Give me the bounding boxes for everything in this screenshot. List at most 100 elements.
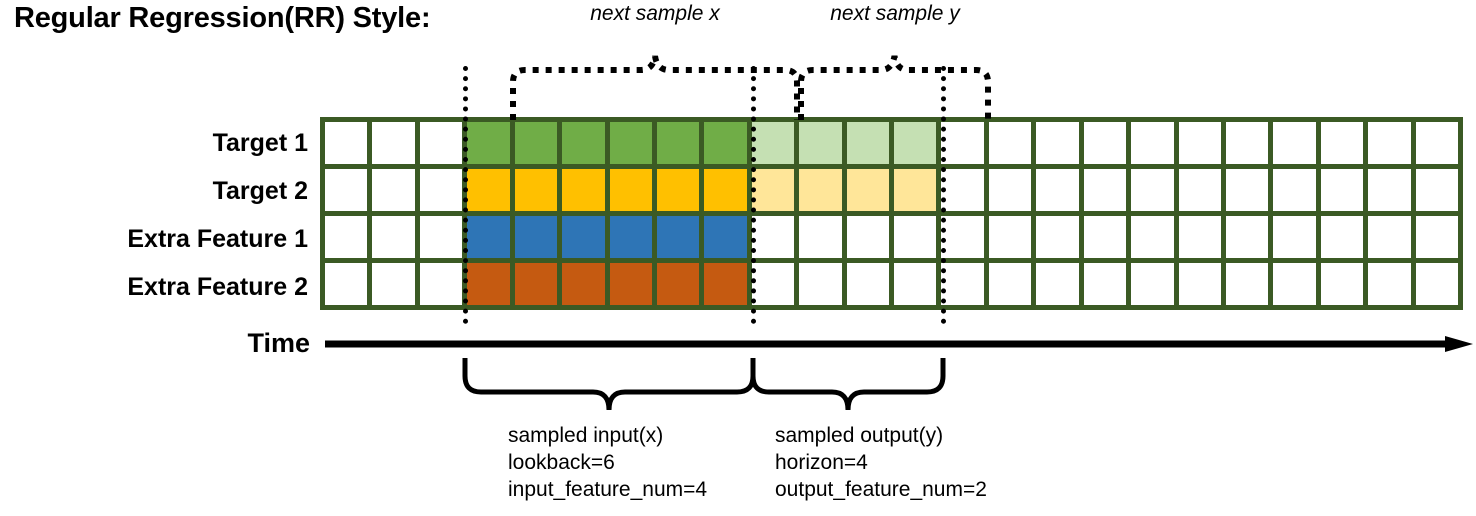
grid-cell-empty bbox=[372, 216, 415, 258]
grid-cell-input bbox=[609, 216, 652, 258]
grid-cell-empty bbox=[1415, 122, 1459, 164]
caption-sampled-output-line-2: horizon=4 bbox=[775, 450, 868, 474]
grid-cell-empty bbox=[1131, 169, 1174, 211]
grid-cell-empty bbox=[1131, 122, 1174, 164]
grid-cell-empty bbox=[1415, 263, 1459, 305]
brace-next-sample-x bbox=[510, 55, 800, 120]
grid-cell-empty bbox=[1368, 263, 1411, 305]
grid-cell-empty bbox=[419, 263, 463, 305]
grid-cell-empty bbox=[325, 169, 368, 211]
grid-cell-empty bbox=[1083, 122, 1127, 164]
grid-cell-empty bbox=[941, 122, 984, 164]
grid-cell-empty bbox=[988, 122, 1032, 164]
grid-cell-empty bbox=[1368, 122, 1411, 164]
grid-cell-output bbox=[751, 122, 795, 164]
timeseries-grid bbox=[320, 117, 1463, 310]
caption-sampled-output: sampled output(y) horizon=4 output_featu… bbox=[775, 423, 987, 504]
row-label-column: Target 1 Target 2 Extra Feature 1 Extra … bbox=[0, 117, 308, 310]
grid-cell-empty bbox=[1368, 169, 1411, 211]
grid-cell-empty bbox=[372, 263, 415, 305]
grid-cell-output bbox=[799, 122, 842, 164]
caption-sampled-input-line-1: sampled input(x) bbox=[508, 424, 664, 447]
grid-row bbox=[325, 263, 1459, 305]
grid-cell-empty bbox=[1226, 216, 1269, 258]
brace-next-sample-y bbox=[798, 55, 991, 120]
grid-cell-empty bbox=[419, 216, 463, 258]
grid-cell-empty bbox=[894, 216, 937, 258]
grid-cell-empty bbox=[1415, 169, 1459, 211]
grid-cell-output bbox=[846, 169, 890, 211]
grid-cell-empty bbox=[1320, 122, 1364, 164]
grid-cell-input bbox=[704, 216, 747, 258]
grid-row bbox=[325, 122, 1459, 164]
time-axis-arrow bbox=[325, 336, 1473, 352]
grid-cell-empty bbox=[1320, 216, 1364, 258]
grid-cell-empty bbox=[1178, 216, 1222, 258]
grid-cell-empty bbox=[419, 122, 463, 164]
grid-cell-empty bbox=[1131, 216, 1174, 258]
grid-cell-empty bbox=[1178, 263, 1222, 305]
grid-cell-empty bbox=[941, 263, 984, 305]
grid-cell-input bbox=[514, 122, 558, 164]
grid-cell-empty bbox=[325, 263, 368, 305]
grid-cell-input bbox=[704, 122, 747, 164]
grid-cell-input bbox=[514, 169, 558, 211]
row-label-target-1: Target 1 bbox=[212, 129, 308, 157]
grid-cell-empty bbox=[325, 216, 368, 258]
grid-cell-empty bbox=[1415, 216, 1459, 258]
grid-cell-empty bbox=[751, 263, 795, 305]
dotted-divider-output-end bbox=[941, 66, 946, 324]
grid-cell-input bbox=[609, 263, 652, 305]
grid-cell-empty bbox=[1273, 169, 1316, 211]
grid-cell-input bbox=[467, 169, 510, 211]
caption-sampled-output-line-3: output_feature_num=2 bbox=[775, 477, 987, 501]
grid-cell-empty bbox=[1083, 263, 1127, 305]
grid-cell-empty bbox=[1083, 216, 1127, 258]
grid-cell-empty bbox=[1036, 216, 1079, 258]
grid-cell-empty bbox=[846, 216, 890, 258]
grid-cell-empty bbox=[1036, 263, 1079, 305]
grid-cell-input bbox=[467, 122, 510, 164]
grid-cell-empty bbox=[1083, 169, 1127, 211]
grid-cell-input bbox=[562, 263, 605, 305]
grid-cell-empty bbox=[372, 122, 415, 164]
grid-cell-input bbox=[467, 216, 510, 258]
row-label-extra-feature-1: Extra Feature 1 bbox=[127, 225, 308, 253]
grid-cell-empty bbox=[1226, 169, 1269, 211]
grid-cell-input bbox=[514, 216, 558, 258]
grid-cell-empty bbox=[1320, 169, 1364, 211]
grid-cell-input bbox=[656, 122, 700, 164]
grid-cell-input bbox=[562, 169, 605, 211]
grid-cell-empty bbox=[988, 263, 1032, 305]
grid-cell-output bbox=[894, 169, 937, 211]
caption-sampled-output-line-1: sampled output(y) bbox=[775, 424, 944, 447]
grid-cell-empty bbox=[799, 263, 842, 305]
grid-cell-empty bbox=[799, 216, 842, 258]
grid-cell-empty bbox=[1036, 169, 1079, 211]
caption-sampled-input: sampled input(x) lookback=6 input_featur… bbox=[508, 423, 707, 504]
caption-sampled-input-line-3: input_feature_num=4 bbox=[508, 477, 708, 501]
grid-cell-empty bbox=[988, 216, 1032, 258]
grid-cell-input bbox=[704, 169, 747, 211]
dotted-divider-input-end bbox=[751, 66, 756, 324]
grid-row bbox=[325, 216, 1459, 258]
grid-cell-empty bbox=[1131, 263, 1174, 305]
grid-cell-empty bbox=[1320, 263, 1364, 305]
grid-cell-empty bbox=[1178, 122, 1222, 164]
grid-cell-empty bbox=[372, 169, 415, 211]
caption-sampled-input-line-2: lookback=6 bbox=[508, 450, 615, 474]
brace-sampled-output bbox=[750, 358, 946, 411]
grid-cell-empty bbox=[419, 169, 463, 211]
grid-cell-empty bbox=[1226, 263, 1269, 305]
grid-cell-input bbox=[656, 216, 700, 258]
grid-cell-empty bbox=[941, 169, 984, 211]
grid-cell-empty bbox=[894, 263, 937, 305]
grid-cell-empty bbox=[1368, 216, 1411, 258]
grid-cell-input bbox=[656, 263, 700, 305]
grid-cell-empty bbox=[941, 216, 984, 258]
grid-cell-output bbox=[846, 122, 890, 164]
grid-cell-output bbox=[799, 169, 842, 211]
grid-cell-empty bbox=[325, 122, 368, 164]
grid-cell-empty bbox=[1273, 263, 1316, 305]
grid-cell-input bbox=[467, 263, 510, 305]
